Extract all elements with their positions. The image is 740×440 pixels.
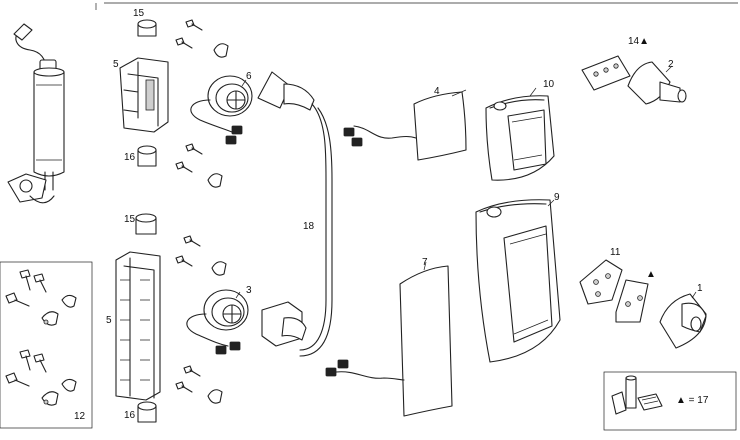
gasket-pad-11 [579,259,623,305]
ref-label-2: 2 [668,59,674,70]
ref-label-5-upper: 5 [113,59,119,70]
marker-triangle-pad: ▲ [646,269,656,280]
legend-box [603,371,737,431]
mounting-bracket-upper [119,57,169,133]
bulb-socket-6 [190,75,253,145]
grommet-1 [659,293,707,349]
spacer-ring-15-lower [135,213,157,235]
mounting-bracket-lower [115,251,161,401]
kit-12-contents [5,269,77,406]
bulb-socket-3 [186,289,249,355]
ref-label-4: 4 [434,86,440,97]
legend-icon [611,375,663,415]
ref-label-11: 11 [610,247,621,258]
bolts-and-clips-upper [175,19,229,188]
ref-label-12: 12 [74,411,86,422]
spacer-ring-16-upper [137,145,157,167]
ref-label-7: 7 [422,257,428,268]
ref-label-16-lower: 16 [124,410,136,421]
ref-label-1: 1 [697,283,703,294]
gasket-plate-14 [581,55,631,91]
lens-7 [325,265,453,417]
ref-label-10: 10 [543,79,555,90]
kit-box-12 [0,261,93,429]
ref-label-16-upper: 16 [124,152,136,163]
leader-lines [235,65,697,299]
gasket-pad-marked [615,279,649,323]
ref-label-3: 3 [246,285,252,296]
marker-triangle: ▲ [639,36,650,47]
ref-label-15-upper: 15 [133,8,145,19]
ref-label-5-lower: 5 [106,315,112,326]
grommet-2 [627,61,687,105]
ref-label-9: 9 [554,192,560,203]
ref-label-14: 14▲ [628,36,650,47]
lamp-housing-9 [475,199,561,363]
spacer-ring-16-lower [137,401,157,423]
ref-label-6: 6 [246,71,252,82]
bolts-and-clips-lower [175,235,227,404]
sensor-unit-with-cable [7,23,65,204]
spacer-ring-15-upper [137,19,157,37]
ref-label-18: 18 [303,221,315,232]
cable-harness-18 [257,71,333,357]
legend-text: ▲ = 17 [676,395,709,406]
ref-label-15-lower: 15 [124,214,136,225]
lamp-housing-10 [485,95,555,181]
lens-4 [343,91,467,161]
